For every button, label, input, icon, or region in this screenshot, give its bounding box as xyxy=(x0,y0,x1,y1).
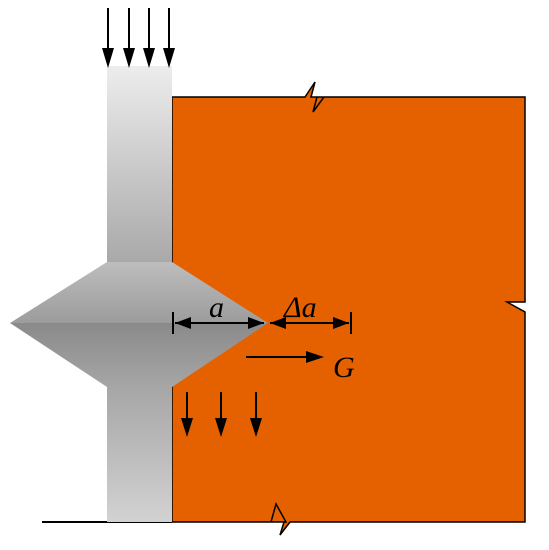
label-g: G xyxy=(333,351,355,384)
label-a: a xyxy=(209,291,224,324)
dimension-delta-a xyxy=(270,312,352,334)
label-delta-a: Δa xyxy=(283,291,317,324)
dimension-a xyxy=(172,312,264,334)
displacement-arrows xyxy=(181,392,262,437)
top-load-arrows xyxy=(102,8,175,68)
energy-release-arrow xyxy=(246,351,324,363)
wedge-upper xyxy=(10,262,268,323)
column-top xyxy=(107,66,172,262)
wedge-lower xyxy=(10,323,268,387)
column-bottom xyxy=(107,387,172,522)
